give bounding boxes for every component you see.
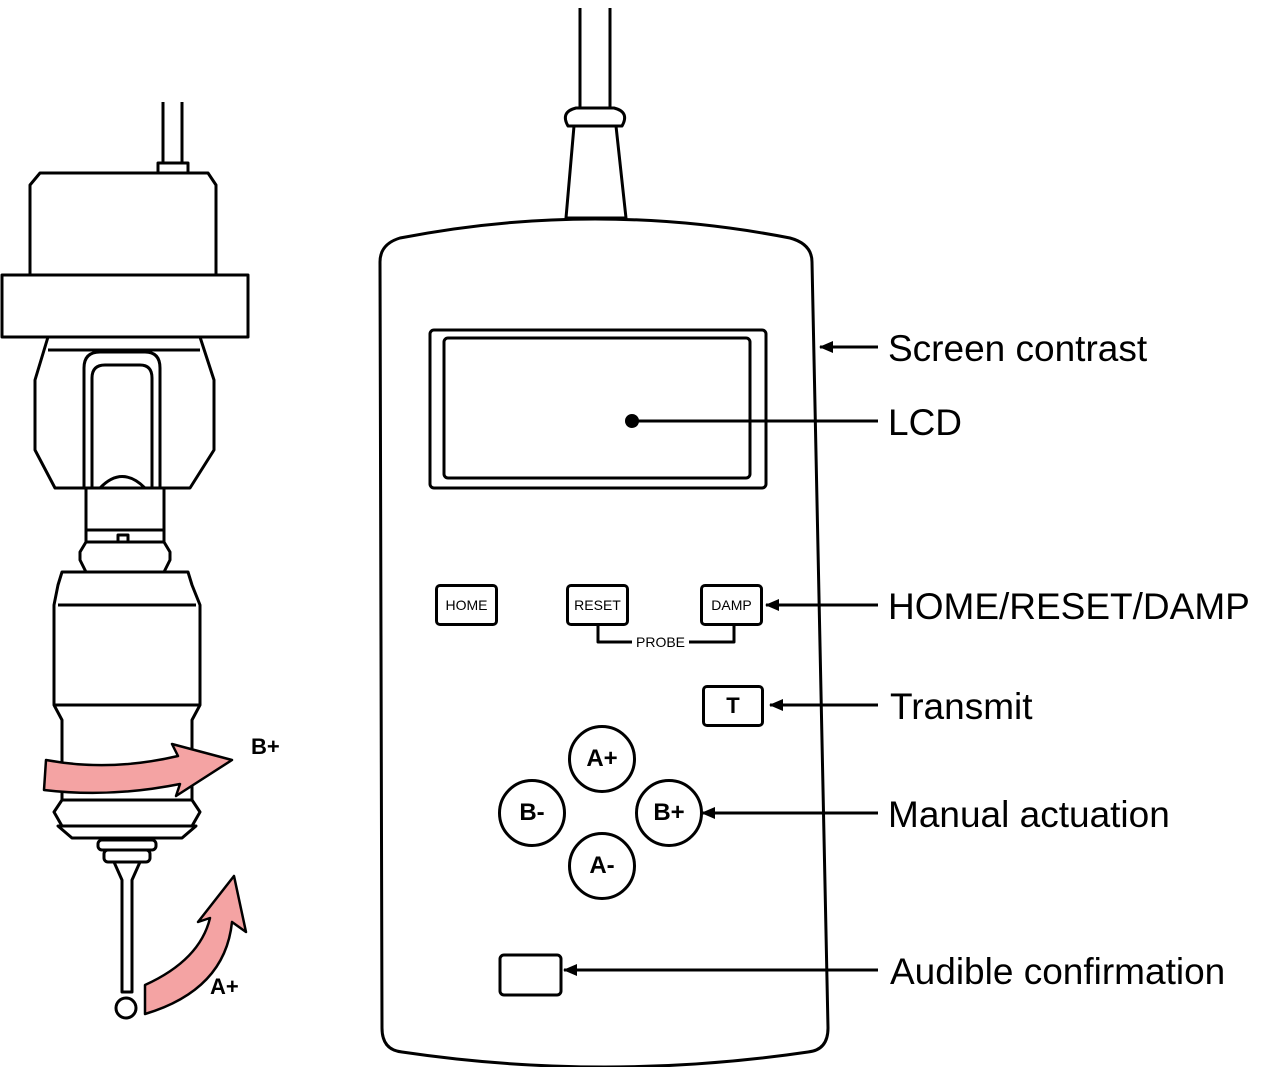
transmit-button[interactable]: T bbox=[702, 685, 764, 727]
reset-button[interactable]: RESET bbox=[566, 584, 629, 626]
callout-home-reset-damp: HOME/RESET/DAMP bbox=[888, 586, 1250, 627]
b-minus-button[interactable]: B- bbox=[498, 779, 566, 847]
a-minus-button[interactable]: A- bbox=[568, 832, 636, 900]
b-plus-rotation-arrow bbox=[42, 742, 234, 798]
callout-transmit: Transmit bbox=[890, 686, 1033, 727]
lcd-screen bbox=[442, 336, 752, 480]
lcd-pointer-dot bbox=[625, 414, 639, 428]
damp-button[interactable]: DAMP bbox=[700, 584, 763, 626]
callout-screen-contrast: Screen contrast bbox=[888, 328, 1148, 369]
callout-audible-confirmation: Audible confirmation bbox=[890, 951, 1226, 992]
a-plus-button[interactable]: A+ bbox=[568, 725, 636, 793]
handset bbox=[378, 8, 830, 1067]
speaker bbox=[498, 953, 563, 997]
home-button[interactable]: HOME bbox=[435, 584, 498, 626]
probe-head bbox=[0, 102, 250, 1020]
probe-group-label: PROBE bbox=[632, 635, 690, 649]
a-plus-rotation-arrow bbox=[143, 874, 248, 1016]
b-plus-button[interactable]: B+ bbox=[635, 779, 703, 847]
callout-lcd: LCD bbox=[888, 402, 963, 443]
a-plus-axis-label: A+ bbox=[210, 974, 239, 999]
rotation-arrows bbox=[42, 742, 248, 1016]
b-plus-axis-label: B+ bbox=[251, 734, 280, 759]
callout-manual-actuation: Manual actuation bbox=[888, 794, 1170, 835]
